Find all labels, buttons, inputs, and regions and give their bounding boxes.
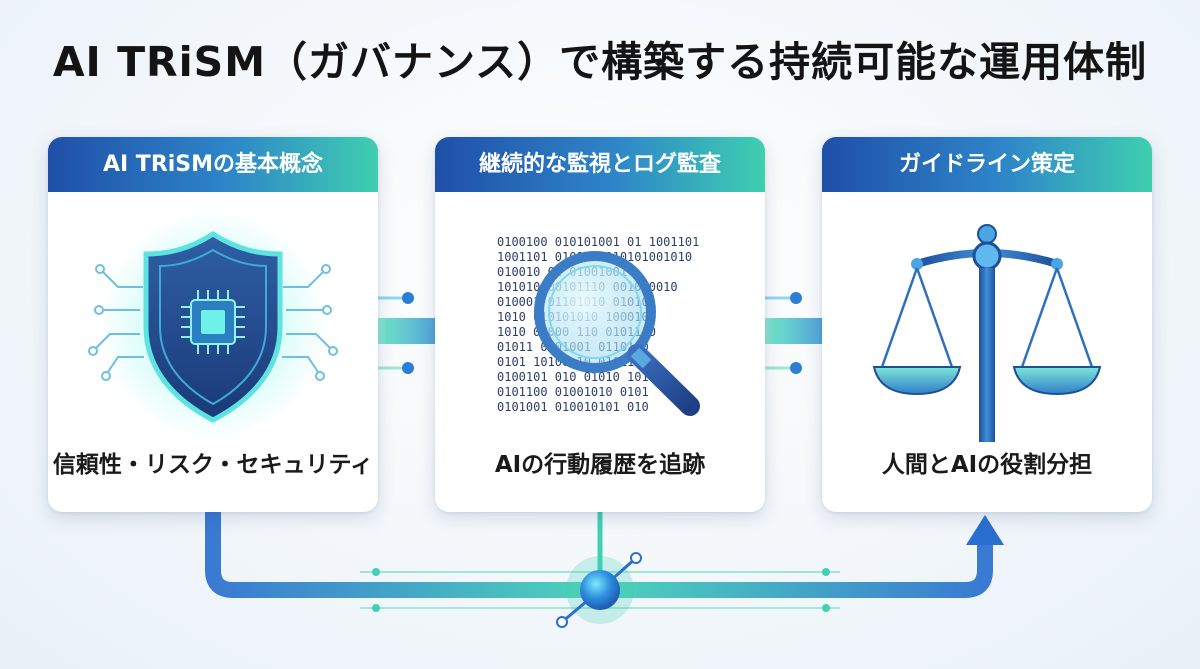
binary-line: 0100101 010 01010 10101 (497, 370, 663, 384)
card-header: AI TRiSMの基本概念 (48, 137, 378, 192)
card-header: 継続的な監視とログ監査 (435, 137, 765, 192)
card-body: 信頼性・リスク・セキュリティ (48, 192, 378, 512)
card-caption: 信頼性・リスク・セキュリティ (52, 452, 374, 478)
shield-chip-icon (88, 210, 338, 440)
card-monitoring-log-audit: 継続的な監視とログ監査 0100100 010101001 01 1001101… (435, 137, 765, 512)
binary-line: 0101100 01001010 0101 (497, 385, 649, 399)
card-caption: AIの行動履歴を追跡 (494, 452, 706, 478)
bottom-loop-connector (205, 504, 1004, 628)
balance-scale-icon (872, 224, 1102, 442)
card-ai-trism-concept: AI TRiSMの基本概念 (48, 137, 378, 512)
card-guideline: ガイドライン策定 (822, 137, 1152, 512)
binary-line: 0101001 010010101 010 (497, 400, 649, 414)
card-body: 人間とAIの役割分担 (822, 192, 1152, 512)
page-title: AI TRiSM（ガバナンス）で構築する持続可能な運用体制 (52, 38, 1148, 86)
card-header: ガイドライン策定 (822, 137, 1152, 192)
binary-line: 0100100 010101001 01 1001101 (497, 235, 699, 249)
card-caption: 人間とAIの役割分担 (881, 452, 1093, 478)
hub-node-icon (580, 570, 620, 610)
